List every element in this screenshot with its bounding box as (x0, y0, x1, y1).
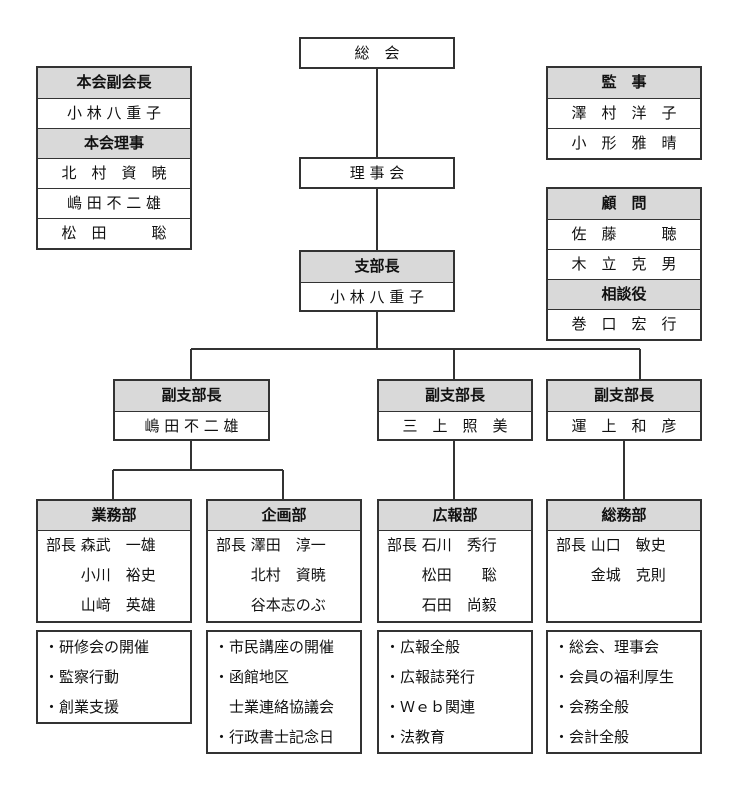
board-label: 理 事 会 (349, 164, 405, 182)
counsel-name: 巻 口 宏 行 (548, 309, 700, 339)
association-officers-box: 本会副会長 小 林 八 重 子 本会理事 北 村 資 暁 嶋 田 不 二 雄 松… (36, 66, 192, 250)
director-name: 北 村 資 暁 (38, 158, 190, 188)
duty-item: ・会員の福利厚生 (554, 668, 675, 686)
general-meeting-label: 総 会 (354, 44, 400, 62)
duty-item: ・研修会の開催 (44, 638, 150, 656)
vice-chief-header: 副支部長 (548, 381, 700, 411)
department-member: 松田 聡 (387, 566, 497, 584)
branch-chief-header: 支部長 (301, 252, 453, 282)
vice-president-name: 小 林 八 重 子 (38, 98, 190, 128)
advisor-name: 木 立 克 男 (548, 249, 700, 279)
director-name: 嶋 田 不 二 雄 (38, 188, 190, 218)
vice-chief-header: 副支部長 (115, 381, 268, 411)
department-member: 小川 裕史 (46, 566, 156, 584)
counsel-header: 相談役 (548, 279, 700, 309)
duty-item: ・総会、理事会 (554, 638, 660, 656)
vice-chief-box-3: 副支部長 運 上 和 彦 (546, 379, 702, 441)
department-member: 部長 澤田 淳一 (216, 536, 326, 554)
department-member: 金城 克則 (556, 566, 666, 584)
duties-box-planning: ・市民講座の開催 ・函館地区 士業連絡協議会 ・行政書士記念日 (206, 630, 362, 754)
advisors-header: 顧 問 (548, 189, 700, 219)
auditors-header: 監 事 (548, 68, 700, 98)
duty-item: ・監察行動 (44, 668, 120, 686)
auditor-name: 澤 村 洋 子 (548, 98, 700, 128)
duty-item: ・広報全般 (385, 638, 461, 656)
duty-item: ・Ｗｅｂ関連 (385, 698, 476, 716)
vice-chief-name: 運 上 和 彦 (548, 411, 700, 441)
duty-item: ・広報誌発行 (385, 668, 476, 686)
department-member: 谷本志のぶ (216, 596, 326, 614)
duty-item: ・市民講座の開催 (214, 638, 335, 656)
duties-box-business: ・研修会の開催 ・監察行動 ・創業支援 (36, 630, 192, 724)
branch-chief-name: 小 林 八 重 子 (301, 282, 453, 312)
department-member: 山﨑 英雄 (46, 596, 156, 614)
department-member: 石田 尚毅 (387, 596, 497, 614)
auditors-box: 監 事 澤 村 洋 子 小 形 雅 晴 (546, 66, 702, 160)
department-header: 総務部 (548, 501, 700, 531)
department-box-business: 業務部 部長 森武 一雄 小川 裕史 山﨑 英雄 (36, 499, 192, 623)
department-member: 部長 山口 敏史 (556, 536, 666, 554)
vice-chief-header: 副支部長 (379, 381, 531, 411)
general-meeting-box: 総 会 (299, 37, 455, 69)
duty-item: ・会務全般 (554, 698, 630, 716)
board-box: 理 事 会 (299, 157, 455, 189)
department-header: 企画部 (208, 501, 360, 531)
vice-chief-name: 三 上 照 美 (379, 411, 531, 441)
branch-chief-box: 支部長 小 林 八 重 子 (299, 250, 455, 312)
duty-item: 士業連絡協議会 (214, 698, 335, 716)
duty-item: ・行政書士記念日 (214, 728, 335, 746)
department-box-pr: 広報部 部長 石川 秀行 松田 聡 石田 尚毅 (377, 499, 533, 623)
duty-item: ・創業支援 (44, 698, 120, 716)
advisor-name: 佐 藤 聴 (548, 219, 700, 249)
duties-box-general-affairs: ・総会、理事会 ・会員の福利厚生 ・会務全般 ・会計全般 (546, 630, 702, 754)
vice-chief-box-1: 副支部長 嶋 田 不 二 雄 (113, 379, 270, 441)
duties-box-pr: ・広報全般 ・広報誌発行 ・Ｗｅｂ関連 ・法教育 (377, 630, 533, 754)
department-header: 業務部 (38, 501, 190, 531)
duty-item: ・法教育 (385, 728, 446, 746)
director-name: 松 田 聡 (38, 218, 190, 248)
duty-item: ・会計全般 (554, 728, 630, 746)
department-box-planning: 企画部 部長 澤田 淳一 北村 資暁 谷本志のぶ (206, 499, 362, 623)
vice-chief-name: 嶋 田 不 二 雄 (115, 411, 268, 441)
department-header: 広報部 (379, 501, 531, 531)
department-member: 部長 森武 一雄 (46, 536, 156, 554)
advisors-box: 顧 問 佐 藤 聴 木 立 克 男 相談役 巻 口 宏 行 (546, 187, 702, 341)
directors-header: 本会理事 (38, 128, 190, 158)
duty-item: ・函館地区 (214, 668, 290, 686)
vice-president-header: 本会副会長 (38, 68, 190, 98)
auditor-name: 小 形 雅 晴 (548, 128, 700, 158)
department-member: 部長 石川 秀行 (387, 536, 497, 554)
department-member: 北村 資暁 (216, 566, 326, 584)
department-box-general-affairs: 総務部 部長 山口 敏史 金城 克則 (546, 499, 702, 623)
vice-chief-box-2: 副支部長 三 上 照 美 (377, 379, 533, 441)
